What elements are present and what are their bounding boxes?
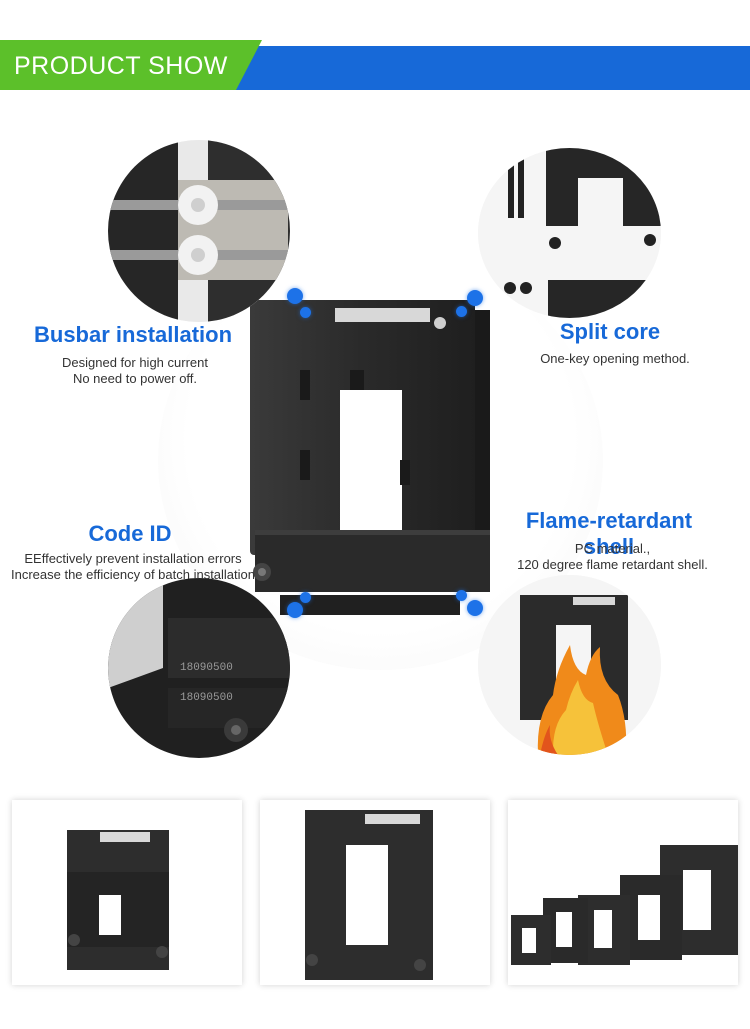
split-core-title: Split core — [559, 319, 661, 344]
product-card-front — [12, 800, 242, 985]
code-id-line1: EEffectively prevent installation errors — [24, 551, 242, 566]
product-main-image — [250, 300, 490, 615]
callout-dot — [456, 590, 467, 601]
busbar-photo — [108, 140, 290, 322]
product-card-range — [508, 800, 738, 985]
callout-dot — [467, 600, 483, 616]
split-core-line1: One-key opening method. — [540, 351, 690, 366]
product-card-open — [260, 800, 490, 985]
code-label-2: 18090500 — [180, 692, 233, 704]
busbar-line1: Designed for high current — [62, 355, 208, 370]
code-label-1: 18090500 — [180, 662, 233, 674]
callout-dot — [300, 307, 311, 318]
banner-green-tab — [0, 40, 262, 90]
code-id-line2: Increase the efficiency of batch install… — [10, 567, 256, 582]
code-id-photo: 18090500 18090500 — [108, 578, 290, 758]
code-id-title: Code ID — [88, 521, 172, 546]
callout-dot — [287, 602, 303, 618]
flame-line2: 120 degree flame retardant shell. — [517, 557, 708, 572]
flame-title: Flame-retardant shell — [525, 508, 693, 559]
flame-retardant-photo — [478, 575, 661, 755]
split-core-photo — [478, 148, 661, 318]
callout-dot — [467, 290, 483, 306]
busbar-title: Busbar installation — [34, 322, 233, 347]
callout-dot — [456, 306, 467, 317]
banner-title: PRODUCT SHOW — [14, 52, 228, 80]
busbar-line2: No need to power off. — [72, 371, 198, 386]
callout-dot — [287, 288, 303, 304]
flame-line1: PC material., — [574, 541, 651, 556]
callout-dot — [300, 592, 311, 603]
